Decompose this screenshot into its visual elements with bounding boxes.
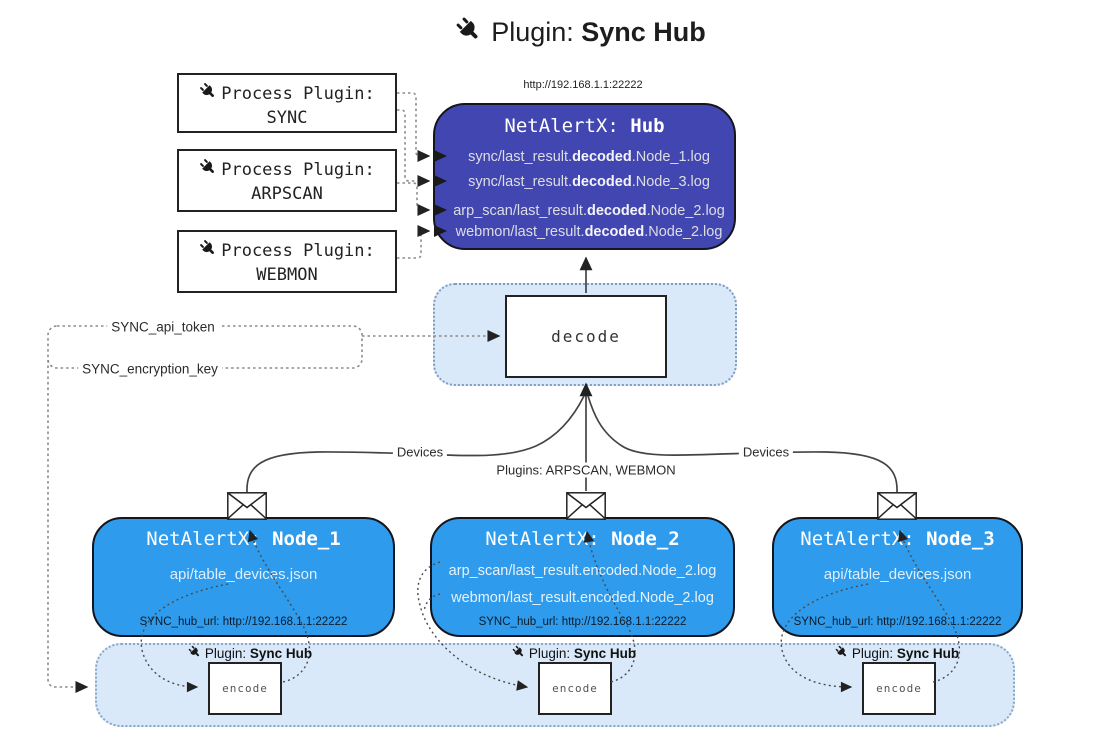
plug-icon	[512, 645, 527, 660]
process-plugin-sync: Process Plugin: SYNC	[177, 73, 397, 133]
node-hub-url: SYNC_hub_url: http://192.168.1.1:22222	[139, 616, 348, 628]
process-plugin-name: SYNC	[266, 108, 308, 128]
encode-box: encode	[862, 662, 936, 715]
process-plugin-label: Process Plugin:	[221, 160, 375, 180]
plug-icon	[455, 16, 485, 46]
node-title: NetAlertX: Node_3	[800, 528, 995, 550]
encoder-plugin-label: Plugin: Sync Hub	[188, 645, 312, 661]
node-1: NetAlertX: Node_1 api/table_devices.json…	[92, 517, 395, 637]
encoder-plugin-label: Plugin: Sync Hub	[835, 645, 959, 661]
plugins-label: Plugins: ARPSCAN, WEBMON	[492, 462, 680, 478]
encoder-plugin-label: Plugin: Sync Hub	[512, 645, 636, 661]
hub-node: NetAlertX: Hub sync/last_result.decoded.…	[433, 103, 736, 250]
hub-url-label: http://192.168.1.1:22222	[523, 79, 643, 91]
node-hub-url: SYNC_hub_url: http://192.168.1.1:22222	[478, 616, 687, 628]
decode-box: decode	[505, 295, 667, 378]
sync-api-token-label: SYNC_api_token	[107, 319, 219, 335]
plug-icon	[199, 82, 219, 102]
plug-icon	[199, 158, 219, 178]
plug-icon	[199, 239, 219, 259]
hub-log-line: sync/last_result.decoded.Node_1.log	[468, 149, 710, 165]
envelope-icon	[877, 492, 917, 520]
hub-title: NetAlertX: Hub	[504, 115, 665, 137]
process-plugin-label: Process Plugin:	[221, 241, 375, 261]
envelope-icon	[566, 492, 606, 520]
node-2: NetAlertX: Node_2 arp_scan/last_result.e…	[430, 517, 735, 637]
title-prefix: Plugin:	[491, 17, 574, 47]
node-title: NetAlertX: Node_2	[485, 528, 680, 550]
process-plugin-arpscan: Process Plugin: ARPSCAN	[177, 149, 397, 212]
hub-log-line: arp_scan/last_result.decoded.Node_2.log	[453, 203, 725, 219]
process-plugin-name: ARPSCAN	[251, 184, 323, 204]
node-3: NetAlertX: Node_3 api/table_devices.json…	[772, 517, 1023, 637]
envelope-icons	[227, 492, 917, 520]
process-plugin-name: WEBMON	[256, 265, 318, 285]
node-file: webmon/last_result.encoded.Node_2.log	[451, 590, 714, 606]
node-hub-url: SYNC_hub_url: http://192.168.1.1:22222	[793, 616, 1002, 628]
plug-icon	[835, 645, 850, 660]
plugin-to-hub-links	[397, 92, 431, 259]
node-file: api/table_devices.json	[169, 566, 318, 583]
node-file: api/table_devices.json	[823, 566, 972, 583]
hub-log-line: sync/last_result.decoded.Node_3.log	[468, 174, 710, 190]
hub-log-line: webmon/last_result.decoded.Node_2.log	[455, 224, 723, 240]
sync-encryption-key-label: SYNC_encryption_key	[78, 361, 222, 377]
encode-box: encode	[208, 662, 282, 715]
node-file: arp_scan/last_result.encoded.Node_2.log	[448, 563, 717, 579]
process-plugin-label: Process Plugin:	[221, 84, 375, 104]
encode-box: encode	[538, 662, 612, 715]
envelope-icon	[227, 492, 267, 520]
node-title: NetAlertX: Node_1	[146, 528, 341, 550]
devices-label-left: Devices	[392, 444, 448, 460]
page-title: Plugin: Sync Hub	[44, 16, 1117, 48]
plug-icon	[188, 645, 203, 660]
title-name: Sync Hub	[581, 17, 706, 47]
process-plugin-webmon: Process Plugin: WEBMON	[177, 230, 397, 293]
devices-label-right: Devices	[738, 444, 794, 460]
